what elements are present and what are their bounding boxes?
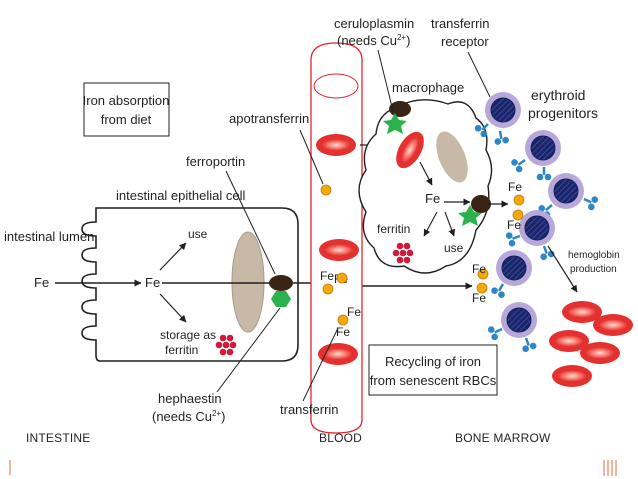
apotransferrin-pointer [299, 129, 324, 185]
hephaestin-copper-charge: 2+ [212, 409, 221, 418]
ferroportin-icon [471, 195, 491, 213]
fe-macrophage-label: Fe [425, 191, 440, 206]
blood-vessel [310, 42, 363, 434]
macrophage-label: macrophage [392, 80, 464, 95]
hephaestin-note-close: ) [221, 409, 225, 424]
hemoglobin-label-line2: production [570, 264, 617, 275]
erythroid-label-line2: progenitors [528, 105, 598, 121]
ceruloplasmin-note-close: ) [406, 33, 410, 48]
ferroportin-icon [389, 101, 411, 117]
ferritin-label: ferritin [377, 222, 410, 236]
fe-marrow-label-2: Fe [507, 218, 521, 232]
rbc-icon [552, 365, 592, 387]
intestinal-lumen-label: intestinal lumen [4, 229, 94, 244]
macrophage-cell [358, 99, 493, 274]
ceruloplasmin-note: (needs Cu2+) [337, 33, 410, 48]
hephaestin-icon [271, 291, 291, 307]
rbc-icon [580, 342, 620, 364]
ferroportin-icon [269, 275, 293, 291]
hephaestin-pointer [216, 307, 281, 393]
hephaestin-note-text: (needs Cu [152, 409, 212, 424]
transferrin-receptor-label-line2: receptor [441, 34, 489, 49]
ferroportin-pointer [225, 170, 276, 275]
transferrin-receptor-pointer [467, 51, 491, 98]
apotransferrin-label: apotransferrin [229, 111, 309, 126]
fe-marrow-label-1: Fe [508, 180, 522, 194]
ferritin-arrow [423, 211, 438, 237]
ceruloplasmin-pointer [377, 49, 394, 112]
recycling-box: Recycling of iron from senescent RBCs [368, 344, 498, 396]
use-label: use [188, 227, 208, 241]
section-bone-marrow: BONE MARROW [455, 431, 551, 445]
ceruloplasmin-label: ceruloplasmin [334, 16, 414, 31]
fe-marrow-label-3: Fe [472, 262, 486, 276]
ceruloplasmin-note-text: (needs Cu [337, 33, 397, 48]
fe-lumen-label: Fe [34, 275, 49, 290]
section-intestine: INTESTINE [26, 431, 90, 445]
hemoglobin-label-line1: hemoglobin [568, 250, 620, 261]
intestinal-epithelial-cell-label: intestinal epithelial cell [116, 188, 245, 203]
transferrin-label: transferrin [280, 402, 339, 417]
storage-label-line2: ferritin [165, 343, 198, 357]
rbc-icon [319, 239, 359, 261]
use-arrow [159, 242, 187, 271]
iron-absorption-box: Iron absorption from diet [83, 82, 170, 137]
recycling-box-line1: Recycling of iron [385, 354, 481, 369]
fe-blood-label-3: Fe [336, 325, 350, 339]
fe-blood-label-4: Fe [347, 305, 361, 319]
rbc-icon [316, 134, 356, 156]
fe-marrow-label-4: Fe [472, 291, 486, 305]
erythroid-cell-icon [488, 249, 533, 301]
ceruloplasmin-icon [383, 113, 407, 134]
ferroportin-label: ferroportin [186, 154, 245, 169]
erythroid-label-line1: erythroid [531, 87, 585, 103]
transferrin-receptor-label-line1: transferrin [431, 16, 490, 31]
iron-atom-icon [336, 272, 348, 284]
absorption-box-line1: Iron absorption [83, 93, 170, 108]
ferritin-cluster-icon [215, 334, 237, 356]
fe-cell-label: Fe [145, 275, 160, 290]
erythroid-cell-icon [508, 129, 562, 182]
macrophage-nucleus [436, 131, 468, 183]
heme-breakdown-arrow [419, 161, 433, 186]
fe-blood-label-1: Fe [320, 269, 334, 283]
erythroid-cell-icon [535, 172, 601, 221]
section-blood: BLOOD [319, 431, 362, 445]
transferrin-pointer [302, 327, 339, 402]
iron-atom-icon [322, 283, 334, 295]
rbc-icon [318, 343, 358, 365]
ceruloplasmin-icon [458, 205, 482, 226]
hephaestin-label: hephaestin [158, 391, 222, 406]
absorption-box-line2: from diet [101, 112, 152, 127]
ferritin-cluster-icon [392, 242, 414, 264]
hemoglobin-arrow [547, 245, 578, 293]
macrophage-use-label: use [444, 241, 464, 255]
apotransferrin-iron-icon [320, 184, 332, 196]
epithelial-nucleus [231, 231, 265, 333]
storage-arrow [159, 293, 187, 323]
iron-atom-icon [513, 194, 525, 206]
recycling-box-line2: from senescent RBCs [370, 373, 497, 388]
hephaestin-note: (needs Cu2+) [152, 409, 225, 424]
macrophage-use-arrow [444, 211, 455, 237]
slide-corner-mark-icon [9, 460, 617, 476]
rbc-icon [593, 314, 633, 336]
ceruloplasmin-copper-charge: 2+ [397, 33, 406, 42]
storage-label-line1: storage as [160, 328, 216, 342]
intestinal-epithelial-cell [81, 207, 299, 362]
